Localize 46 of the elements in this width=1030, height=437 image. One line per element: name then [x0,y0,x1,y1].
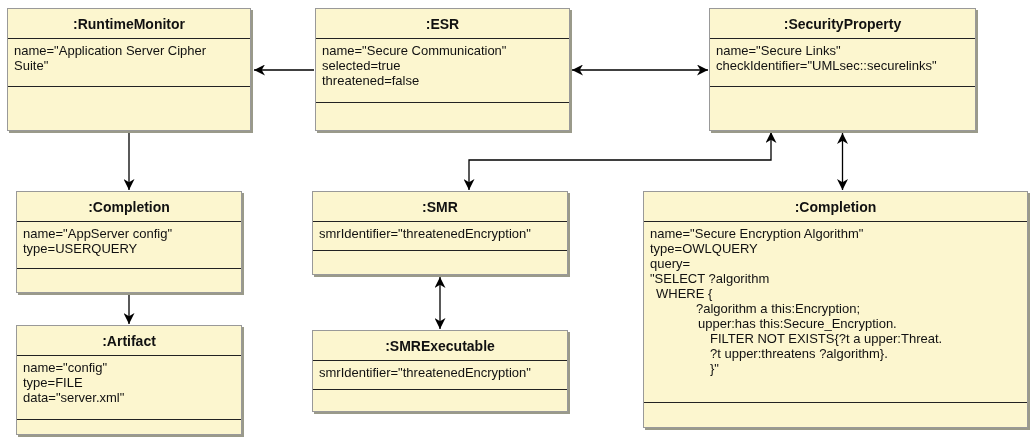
attribute-text: "SELECT ?algorithm [650,271,770,286]
attribute-text: name="AppServer config" [23,226,173,241]
object-name: :Completion [88,198,170,215]
attribute-text: WHERE { [656,286,713,301]
attribute-text: ?algorithm a this:Encryption; [696,301,861,316]
attribute-text: FILTER NOT EXISTS{?t a upper:Threat. [710,331,943,346]
arrow [434,276,446,330]
attribute-text: name="Application Server Cipher Suite" [14,43,208,73]
attribute-text: type=USERQUERY [23,241,138,256]
object-name: :SMRExecutable [385,337,495,354]
object-name: :ESR [425,15,460,32]
arrow [123,294,135,325]
attribute-text: data="server.xml" [23,390,125,405]
object-name: :SecurityProperty [783,15,902,32]
attribute-text: checkIdentifier="UMLsec::securelinks" [716,58,937,73]
attribute-text: smrIdentifier="threatenedEncryption" [319,365,531,380]
object-box [16,325,242,435]
arrow [837,132,848,191]
object-name: :RuntimeMonitor [73,15,185,32]
arrow [571,64,709,76]
object-box [643,191,1028,428]
object-box [315,8,570,131]
object-box [16,191,242,293]
attribute-text: selected=true [322,58,401,73]
object-box [7,8,251,131]
object-name: :Artifact [102,332,156,349]
arrow [123,132,135,191]
attribute-text: smrIdentifier="threatenedEncryption" [319,226,531,241]
attribute-text: name="config" [23,360,108,375]
object-name: :Completion [794,198,877,215]
object-box [312,191,568,275]
attribute-text: threatened=false [322,73,420,88]
arrow [463,131,777,191]
attribute-text: }" [710,361,719,376]
attribute-text: name="Secure Encryption Algorithm" [650,226,864,241]
arrow [253,64,315,76]
object-box [312,330,568,412]
attribute-text: name="Secure Links" [716,43,841,58]
object-name: :SMR [422,198,458,215]
attribute-text: type=OWLQUERY [650,241,758,256]
attribute-text: name="Secure Communication" [322,43,507,58]
attribute-text: upper:has this:Secure_Encryption. [698,316,897,331]
object-box [709,8,976,131]
attribute-text: ?t upper:threatens ?algorithm}. [710,346,888,361]
attribute-text: query= [650,256,691,271]
attribute-text: type=FILE [23,375,83,390]
